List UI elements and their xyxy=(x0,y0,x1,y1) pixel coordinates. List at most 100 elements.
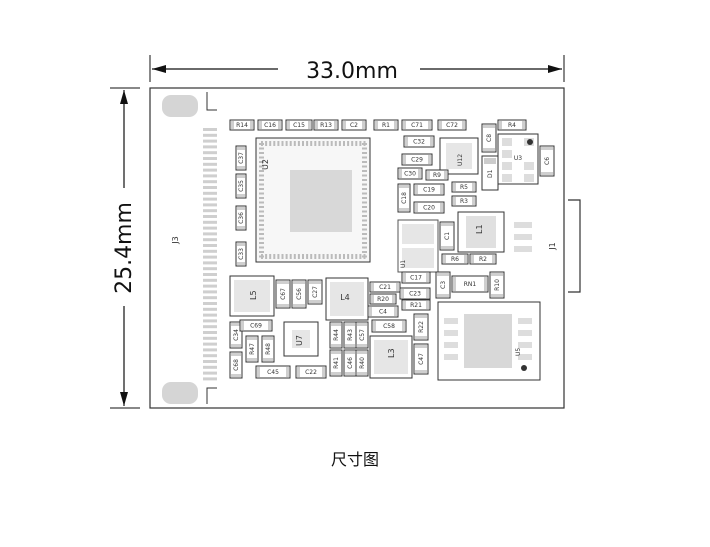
j3-connector-pins xyxy=(203,128,217,381)
svg-text:R4: R4 xyxy=(508,122,516,129)
svg-text:R43: R43 xyxy=(347,329,354,341)
component-c56: C56 xyxy=(291,279,307,309)
svg-text:R13: R13 xyxy=(320,122,332,129)
component-r2: R2 xyxy=(469,253,497,265)
component-c16: C16 xyxy=(257,119,283,131)
component-r40: R40 xyxy=(355,349,369,377)
svg-text:C32: C32 xyxy=(413,139,425,146)
component-c20: C20 xyxy=(413,201,445,214)
svg-text:RN1: RN1 xyxy=(464,281,477,288)
j1-bracket xyxy=(568,199,581,293)
component-c22: C22 xyxy=(295,365,327,379)
component-c47: C47 xyxy=(413,343,429,375)
component-c35: C35 xyxy=(235,173,247,199)
j3-pin xyxy=(203,273,217,276)
component-r47: R47 xyxy=(245,335,259,363)
svg-text:R20: R20 xyxy=(377,296,389,303)
component-r5: R5 xyxy=(451,181,477,193)
svg-text:C47: C47 xyxy=(418,353,425,365)
component-c58: C58 xyxy=(371,319,407,333)
j1-label: J1 xyxy=(548,242,557,250)
j3-pin xyxy=(203,296,217,300)
u1-chip: U1 xyxy=(397,219,439,273)
component-r21: R21 xyxy=(401,299,431,311)
j3-pin xyxy=(203,168,217,172)
svg-text:U5: U5 xyxy=(515,348,522,356)
j3-pin xyxy=(203,371,217,375)
component-r43: R43 xyxy=(343,321,357,349)
component-rn1: RN1 xyxy=(451,275,489,293)
l3-inductor: L3 xyxy=(369,335,413,379)
svg-text:C67: C67 xyxy=(280,288,287,300)
svg-text:C29: C29 xyxy=(411,157,423,164)
component-r10: R10 xyxy=(489,271,505,299)
width-label: 33.0mm xyxy=(306,59,398,84)
svg-text:C16: C16 xyxy=(264,122,276,129)
u3-chip: U3 xyxy=(497,133,539,185)
component-c27: C27 xyxy=(307,279,323,305)
svg-text:R6: R6 xyxy=(451,256,459,263)
l4-inductor: L4 xyxy=(325,277,369,321)
j3-pin xyxy=(203,325,217,329)
svg-text:C23: C23 xyxy=(409,291,421,298)
svg-text:C46: C46 xyxy=(347,357,354,369)
svg-text:C58: C58 xyxy=(383,323,395,330)
svg-text:R3: R3 xyxy=(460,198,468,205)
svg-text:C71: C71 xyxy=(411,122,423,129)
component-c30: C30 xyxy=(397,167,423,180)
svg-text:C15: C15 xyxy=(293,122,305,129)
j3-pin xyxy=(203,348,217,352)
svg-text:C20: C20 xyxy=(423,205,435,212)
component-c72: C72 xyxy=(437,119,467,131)
svg-text:C30: C30 xyxy=(404,171,416,178)
height-label: 25.4mm xyxy=(112,202,137,294)
svg-text:L1: L1 xyxy=(475,224,484,234)
component-c37: C37 xyxy=(235,145,247,171)
svg-text:R48: R48 xyxy=(265,343,272,355)
svg-text:R21: R21 xyxy=(410,302,422,309)
j3-pin xyxy=(203,162,217,166)
j3-pin xyxy=(203,278,217,282)
svg-text:C56: C56 xyxy=(296,288,303,300)
l5-inductor: L5 xyxy=(229,275,275,317)
component-r9: R9 xyxy=(425,169,449,181)
svg-text:C22: C22 xyxy=(305,369,317,376)
component-c71: C71 xyxy=(401,119,433,131)
component-r6: R6 xyxy=(441,253,469,265)
component-c21: C21 xyxy=(369,281,401,293)
u12-chip: U12 xyxy=(439,137,479,175)
svg-text:U7: U7 xyxy=(295,335,304,346)
component-r20: R20 xyxy=(369,293,397,305)
svg-text:R2: R2 xyxy=(479,256,487,263)
svg-text:R1: R1 xyxy=(382,122,390,129)
component-c23: C23 xyxy=(399,287,431,300)
l1-inductor: L1 xyxy=(457,211,532,253)
component-r3: R3 xyxy=(451,195,477,207)
j3-pin xyxy=(203,180,217,184)
svg-text:C1: C1 xyxy=(444,232,451,240)
svg-text:L3: L3 xyxy=(387,348,396,358)
j3-pin xyxy=(203,255,217,259)
j3-pin xyxy=(203,267,217,271)
j3-pin xyxy=(203,186,217,189)
height-dimension: 25.4mm xyxy=(110,87,140,409)
j3-pin xyxy=(203,174,217,178)
component-c34: C34 xyxy=(229,321,243,349)
svg-text:C68: C68 xyxy=(233,359,240,371)
j3-pin xyxy=(203,331,217,334)
width-dimension: 33.0mm xyxy=(149,55,565,84)
j3-pin xyxy=(203,244,217,247)
component-c69: C69 xyxy=(239,319,273,332)
svg-text:C37: C37 xyxy=(238,152,245,164)
j3-bracket xyxy=(206,92,217,111)
svg-text:C4: C4 xyxy=(379,309,387,316)
svg-text:C36: C36 xyxy=(238,212,245,224)
j3-pin xyxy=(203,215,217,218)
component-r22: R22 xyxy=(413,313,429,341)
component-c18: C18 xyxy=(397,183,411,213)
component-c67: C67 xyxy=(275,279,291,309)
